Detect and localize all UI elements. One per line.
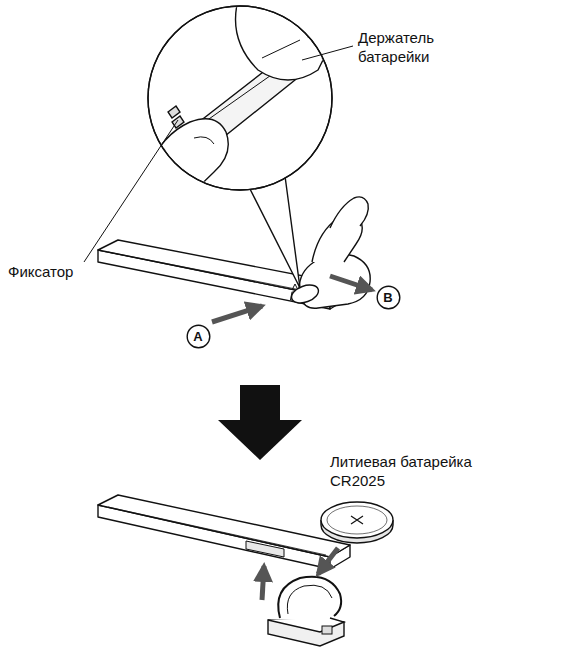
pull-arrow [330,276,372,290]
hand [289,197,370,308]
push-arrow [212,306,262,322]
insert-arrow [318,548,338,574]
part-label: Литиевая батарейка CR2025 [330,452,502,490]
battery-holder [268,577,344,646]
callout-circle: B [376,285,401,310]
callout-letter: B [383,290,392,305]
part-label: Держатель батарейки [358,28,468,66]
battery-cr2025 [321,502,393,543]
leader-line [302,46,353,60]
leader-line [84,120,178,262]
remote-bottom [98,495,350,569]
callout-circle: A [186,324,211,349]
magnifier [140,0,348,288]
insert-arrow [262,566,264,600]
step-arrow [218,385,302,460]
callout-letter: A [193,329,202,344]
part-label: Фиксатор [8,262,98,281]
